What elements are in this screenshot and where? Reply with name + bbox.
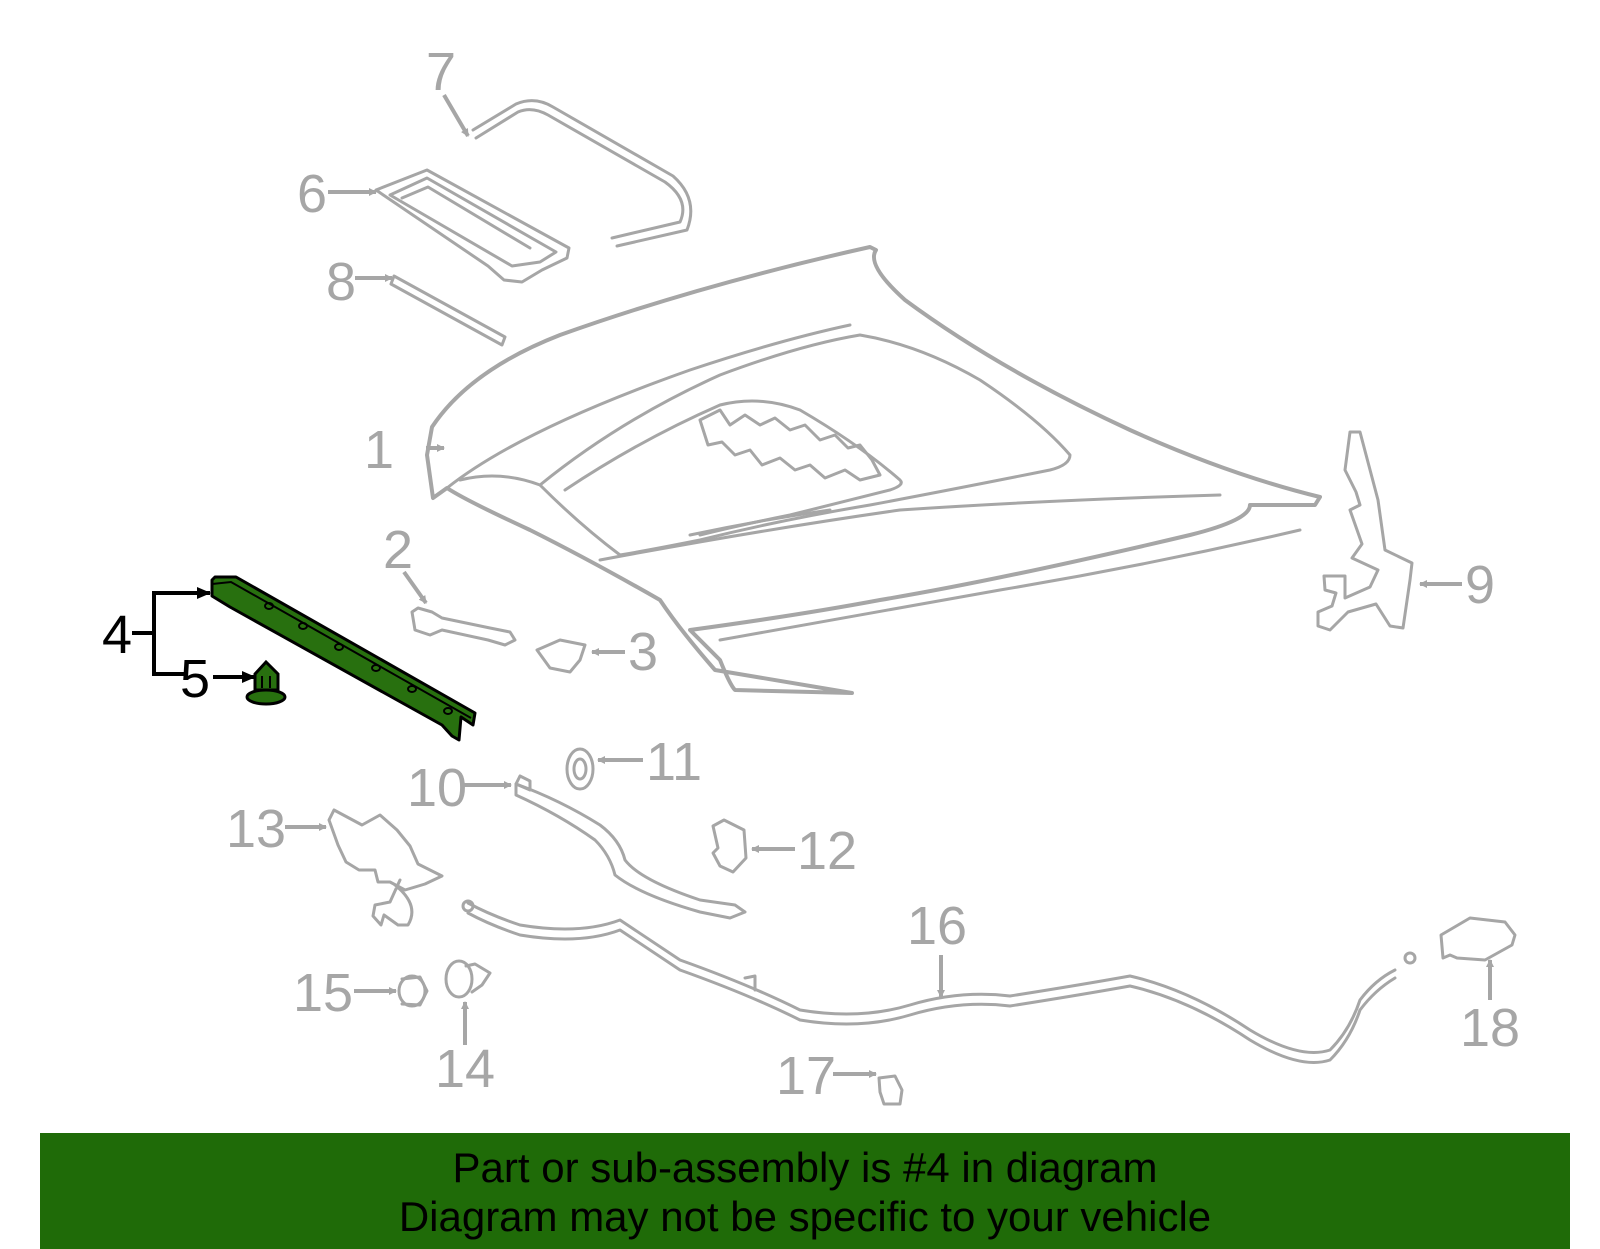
callout-4: 4 [102,605,132,665]
pad-part-3[interactable] [535,638,587,674]
info-banner: Part or sub-assembly is #4 in diagram Di… [40,1133,1570,1249]
banner-line-2: Diagram may not be specific to your vehi… [398,1193,1212,1240]
release-cable-part-16[interactable] [461,899,1417,1064]
rod-part-10[interactable] [514,774,747,920]
bumper-part-12[interactable] [711,818,748,874]
callout-10: 10 [407,758,467,818]
leader-lines [285,93,1494,1078]
callout-labels: 1 2 3 4 5 6 7 8 9 10 11 12 13 14 15 16 1… [102,42,1520,1106]
callout-14: 14 [435,1039,495,1099]
latch-part-13[interactable] [327,808,444,927]
callout-6: 6 [297,164,327,224]
plug-part-15[interactable] [397,974,429,1008]
highlighted-leader-lines [132,587,256,683]
callout-12: 12 [797,821,857,881]
handle-part-18[interactable] [1439,916,1517,962]
clip-part-5[interactable] [245,659,287,706]
callout-16: 16 [907,896,967,956]
seal-part-8[interactable] [389,274,507,347]
callout-15: 15 [293,963,353,1023]
hood-part-1[interactable] [425,245,1322,695]
scoop-part-6[interactable] [374,168,571,284]
callout-18: 18 [1460,998,1520,1058]
grommet-part-11[interactable] [565,747,595,791]
callout-2: 2 [383,520,413,580]
hood-bracket-part-4[interactable] [210,575,477,742]
hinge-part-9[interactable] [1316,430,1414,632]
grommet-part-14[interactable] [444,959,492,999]
callout-17: 17 [776,1046,836,1106]
strut-part-2[interactable] [410,606,517,647]
callout-3: 3 [628,622,658,682]
callout-13: 13 [226,799,286,859]
callout-5: 5 [180,649,210,709]
callout-9: 9 [1465,555,1495,615]
callout-1: 1 [364,420,394,480]
callout-8: 8 [326,252,356,312]
callout-7: 7 [426,42,456,102]
clip-part-17[interactable] [877,1074,904,1106]
seal-part-7[interactable] [471,99,693,248]
callout-11: 11 [646,732,702,792]
banner-line-1: Part or sub-assembly is #4 in diagram [452,1144,1158,1191]
